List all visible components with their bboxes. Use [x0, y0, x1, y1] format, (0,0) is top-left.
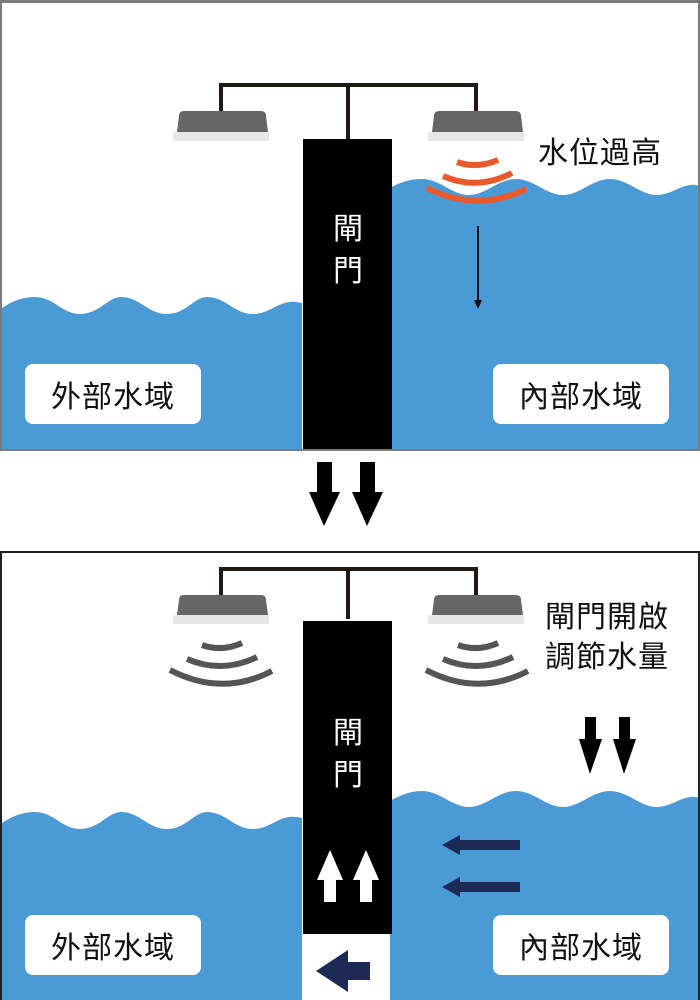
alert-signal-icon: [425, 157, 528, 204]
sensor-right-icon: [428, 595, 524, 624]
transition-arrows: [309, 462, 383, 526]
inner-water-label: 內部水域: [493, 364, 669, 424]
sensor-right-icon: [428, 111, 524, 141]
status-text: 閘門開啟 調節水量: [545, 598, 669, 678]
outer-water-label: 外部水域: [25, 915, 201, 975]
sensor-left-icon: [173, 111, 269, 141]
status-text: 水位過高: [538, 136, 662, 171]
gate: [303, 139, 392, 449]
gate-label-char: 閘: [333, 716, 363, 751]
panel-gate-open: 閘 門 閘門開啟 調節水量 外部水域 內部水域: [0, 551, 700, 1000]
gate: [303, 621, 392, 934]
water-level-down-arrow-icon: [474, 226, 482, 309]
sensor-wiring: [219, 567, 478, 619]
flow-arrows-icon: [316, 835, 520, 992]
inner-water-label: 內部水域: [493, 915, 669, 975]
gate-label: 閘 門: [333, 209, 363, 293]
gate-label: 閘 門: [333, 713, 363, 797]
status-text-line: 閘門開啟: [545, 600, 669, 635]
water-level-down-arrows-icon: [579, 717, 636, 774]
gate-label-char: 閘: [333, 212, 363, 247]
signal-right-icon: [424, 640, 530, 687]
gate-label-char: 門: [333, 758, 363, 793]
signal-left-icon: [168, 640, 274, 687]
status-text-line: 調節水量: [545, 640, 669, 675]
panel-water-level-high: 閘 門 水位過高 外部水域 內部水域: [0, 0, 700, 451]
double-down-arrow-icon: [309, 462, 383, 526]
sensor-wiring: [219, 83, 478, 141]
gate-label-char: 門: [333, 254, 363, 289]
outer-water-label: 外部水域: [25, 364, 201, 424]
sensor-left-icon: [173, 595, 269, 624]
gate-raise-arrows-icon: [317, 850, 379, 902]
